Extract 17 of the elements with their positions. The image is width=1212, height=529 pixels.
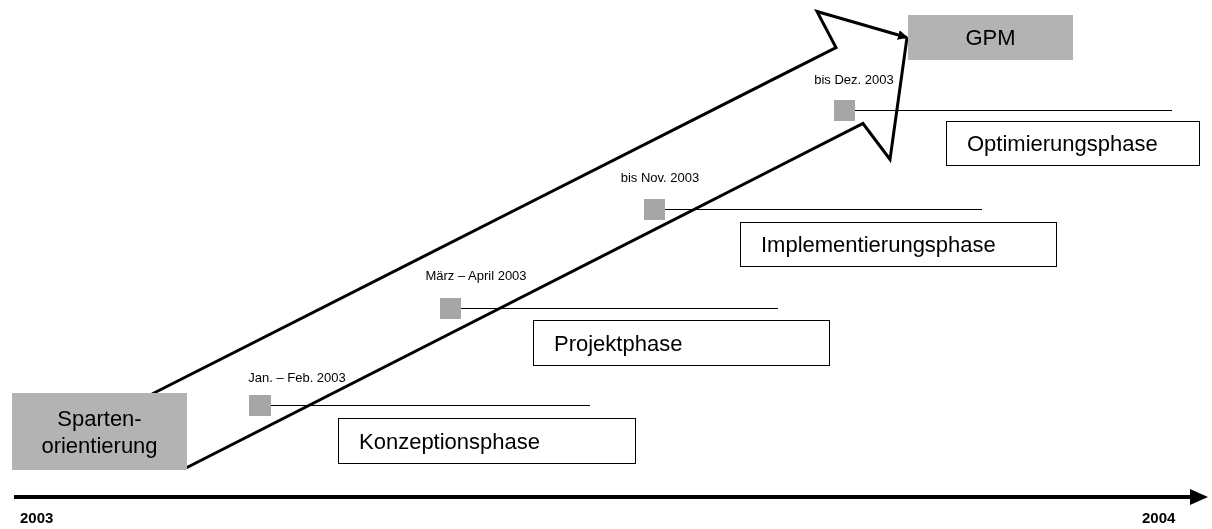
block-arrow — [150, 9, 909, 471]
phase-box: Projektphase — [533, 320, 830, 366]
date-label: Jan. – Feb. 2003 — [248, 370, 346, 385]
date-label: März – April 2003 — [425, 268, 527, 283]
date-label: bis Nov. 2003 — [620, 170, 700, 185]
year-label: 2003 — [20, 509, 54, 526]
milestone-marker — [249, 395, 271, 416]
stage-box: Sparten- orientierung — [12, 393, 187, 470]
milestone-marker — [644, 199, 665, 220]
phase-box: Implementierungsphase — [740, 222, 1057, 267]
milestone-marker — [440, 298, 461, 319]
phase-box: Konzeptionsphase — [338, 418, 636, 464]
phase-box: Optimierungsphase — [946, 121, 1200, 166]
stage-box: GPM — [908, 15, 1073, 60]
year-label: 2004 — [1142, 509, 1176, 526]
milestone-marker — [834, 100, 855, 121]
date-label: bis Dez. 2003 — [814, 72, 894, 87]
